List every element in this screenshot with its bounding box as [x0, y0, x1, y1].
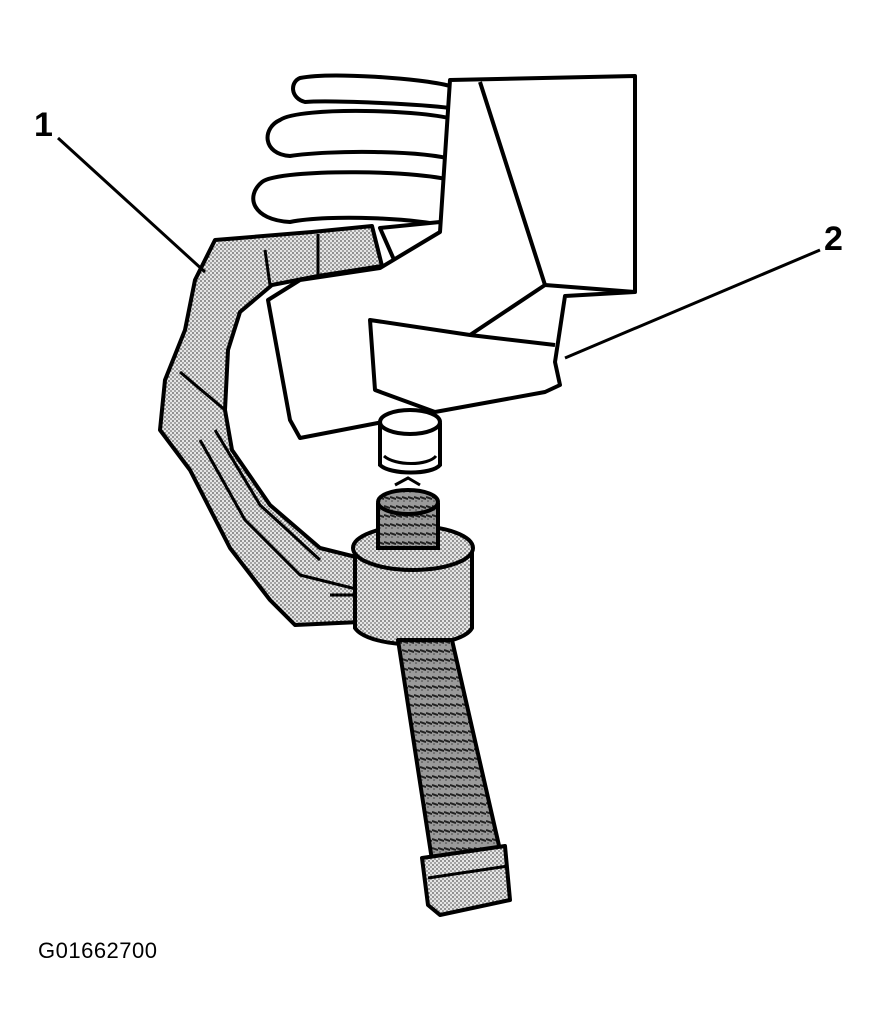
callout-2-label: 2 [824, 220, 843, 258]
callout-1-leader [56, 136, 207, 274]
forcing-screw-upper [376, 476, 440, 550]
forcing-screw-shaft [396, 638, 502, 862]
ball-joint-stud [378, 408, 442, 475]
callout-1-label: 1 [34, 106, 53, 144]
figure-code: G01662700 [38, 938, 158, 963]
callout-2-leader [564, 248, 821, 360]
screw-hex-head [420, 844, 512, 917]
